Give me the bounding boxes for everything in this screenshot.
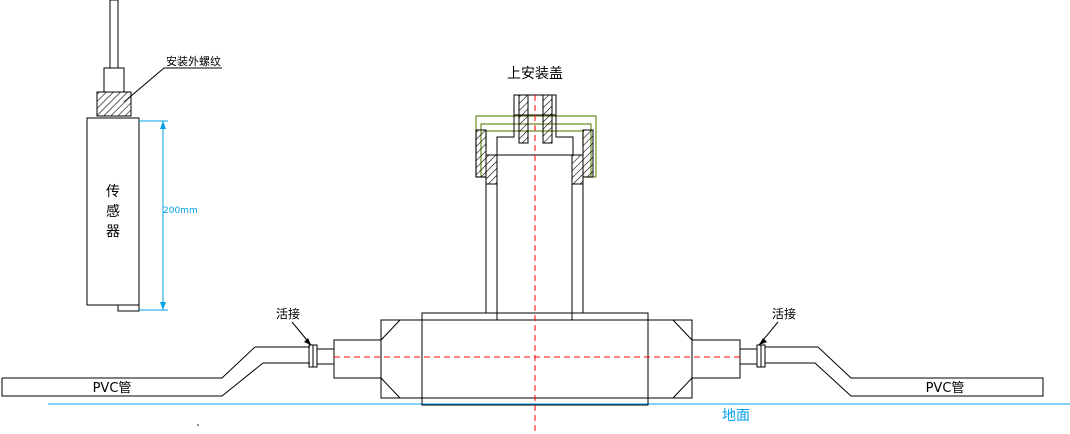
sensor-cable-gland: [103, 67, 125, 93]
pipe-right-label: PVC管: [926, 381, 965, 396]
union-right-label: 活接: [772, 306, 796, 321]
external-thread-label: 安装外螺纹: [166, 54, 221, 68]
top-cover-label: 上安装盖: [507, 66, 563, 82]
chamber-right-taper: [672, 319, 693, 341]
cover-thread-right: [582, 129, 594, 178]
sensor-thread-outline: [96, 91, 132, 117]
chamber-right-taper-b: [672, 377, 693, 399]
reducer-right: [650, 319, 741, 399]
pipe-left-label: PVC管: [93, 381, 132, 396]
riser-thread-left: [485, 154, 498, 185]
sensor-bottom-tab: [117, 304, 140, 312]
cover-thread-left: [475, 129, 487, 178]
sensor-thread: [96, 91, 132, 117]
dimension-label: 200mm: [163, 206, 198, 216]
union-right: [739, 321, 779, 368]
cap-thread-right: [542, 94, 553, 144]
sensor-assembly: [86, 0, 222, 312]
ground-label: 地面: [722, 408, 750, 424]
sensor-body: [86, 117, 140, 306]
sensor-label-1: 传: [106, 184, 120, 200]
riser-thread-right: [571, 154, 584, 185]
reducer-left: [333, 319, 422, 399]
chamber-left-taper: [380, 319, 401, 341]
sensor-cable: [109, 0, 119, 69]
dimension-line: [139, 120, 168, 311]
union-left-label: 活接: [276, 306, 300, 321]
union-left-arrow: [304, 338, 311, 345]
external-thread-leader: [123, 67, 222, 103]
chamber-left-taper-b: [380, 377, 401, 399]
pipe-left: [1, 346, 310, 397]
sensor-label-3: 器: [106, 224, 120, 240]
pipe-right: [765, 346, 1044, 397]
stray-dot: [197, 424, 199, 426]
cap-thread-left: [518, 94, 529, 144]
union-right-arrow: [759, 338, 767, 345]
sensor-label-2: 感: [106, 203, 120, 220]
union-left: [291, 321, 335, 368]
